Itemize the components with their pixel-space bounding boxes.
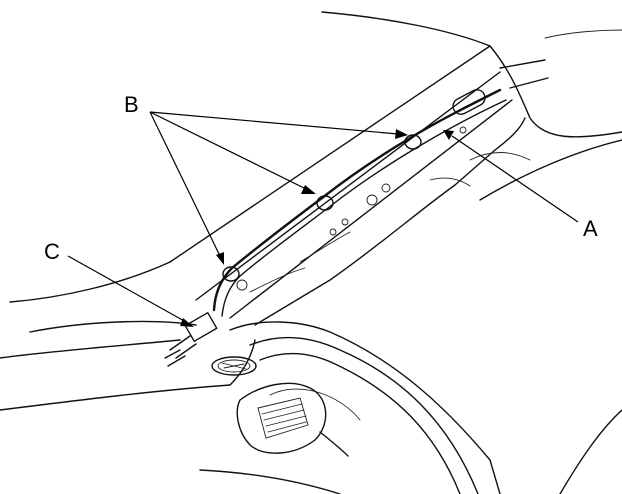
harness-clips — [222, 126, 467, 291]
arrow-a — [443, 130, 454, 140]
leader-c — [67, 255, 187, 323]
leader-lines — [67, 111, 579, 327]
callout-a: A — [583, 216, 598, 241]
callout-b: B — [124, 92, 139, 117]
leader-b-middle — [149, 111, 309, 191]
square-vent — [236, 382, 349, 457]
leader-a — [451, 135, 579, 223]
roof-headliner — [321, 11, 622, 138]
arrow-c — [180, 318, 194, 327]
arrow-b-upper — [395, 129, 408, 139]
arrow-b-lower — [216, 252, 224, 265]
arrow-b-middle — [301, 185, 316, 194]
a-pillar — [9, 45, 531, 326]
floor-line — [199, 469, 341, 494]
clip-middle — [316, 195, 334, 211]
callout-c: C — [44, 239, 60, 264]
leader-b-lower — [149, 111, 221, 257]
clip-upper — [404, 134, 422, 150]
round-vent — [211, 356, 257, 376]
harness-connector — [164, 312, 218, 367]
clip-lower — [222, 266, 240, 282]
leader-b-upper — [149, 111, 399, 135]
